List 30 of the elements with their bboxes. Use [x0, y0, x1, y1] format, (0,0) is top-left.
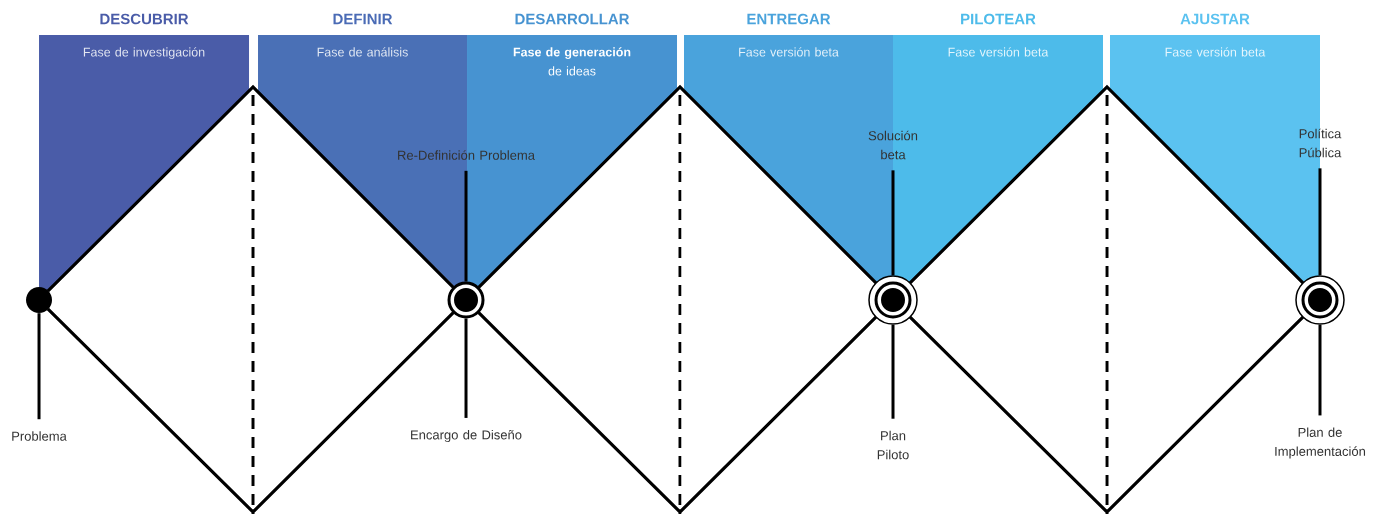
- milestone-label: Encargo de Diseño: [411, 429, 522, 443]
- phase-heading: DESARROLLAR: [515, 13, 630, 25]
- leader-line: [1318, 168, 1322, 276]
- phase-heading: AJUSTAR: [1180, 13, 1250, 25]
- leader-line: [891, 324, 895, 419]
- phase-heading: DESCUBRIR: [100, 13, 189, 25]
- leader-line: [891, 170, 895, 276]
- milestone-label: Plan Piloto: [877, 430, 909, 460]
- milestone-label: Re-Definición Problema: [398, 150, 535, 160]
- phase-description: Fase versión beta: [948, 47, 1049, 57]
- leader-line: [1318, 324, 1322, 416]
- leader-line: [464, 170, 468, 282]
- phase-description: Fase versión beta: [739, 47, 839, 57]
- phase-description: Fase de análisis: [317, 47, 408, 57]
- phase-heading: DEFINIR: [333, 13, 393, 25]
- phase-description: Fase de investigación: [83, 47, 205, 59]
- milestone-label: Problema: [12, 431, 67, 441]
- leader-line: [37, 313, 41, 420]
- milestone-circle: [447, 281, 485, 319]
- phase-heading: PILOTEAR: [961, 13, 1036, 25]
- milestone-label: Plan de Implementación: [1275, 427, 1365, 459]
- milestone-label: Solución beta: [868, 130, 918, 160]
- milestone-circle: [26, 287, 52, 313]
- phase-description: Fase de generación de ideas: [513, 47, 631, 76]
- leader-line: [464, 318, 468, 418]
- phase-description: Fase versión beta: [1165, 47, 1266, 57]
- milestone-circle: [1295, 275, 1345, 325]
- milestone-circle: [868, 275, 918, 325]
- milestone-label: Política Pública: [1299, 128, 1342, 158]
- phase-heading: ENTREGAR: [747, 13, 831, 25]
